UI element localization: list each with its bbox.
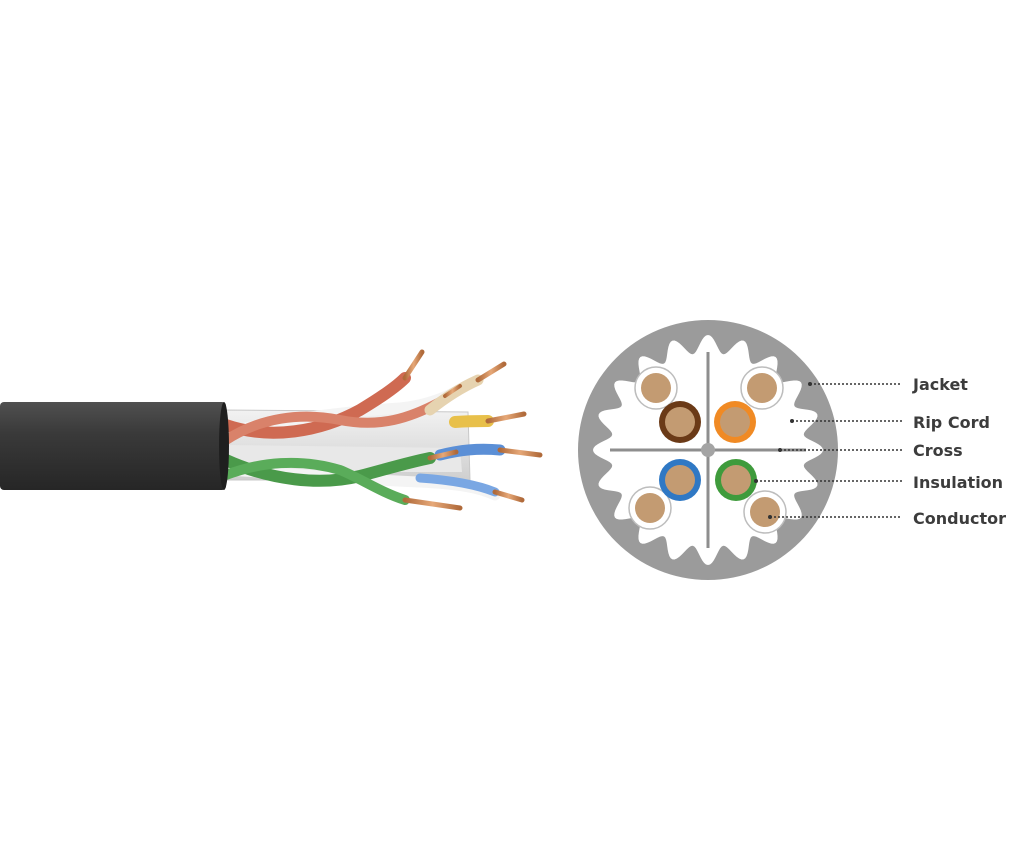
conductor-top-right <box>740 366 784 410</box>
leader-insulation-dot <box>754 479 758 483</box>
blue-wire-lower <box>415 473 500 497</box>
label-conductor: Conductor <box>913 509 1006 528</box>
label-insulation: Insulation <box>913 473 1003 492</box>
yellow-wire <box>449 415 494 428</box>
conductor-top-left <box>634 366 678 410</box>
tan-wire <box>424 374 484 416</box>
green-wire-twist <box>221 457 410 505</box>
red-wire <box>220 372 411 439</box>
conductor-orange <box>714 401 756 443</box>
cable-jacket <box>0 402 226 490</box>
copper-tip-6 <box>427 449 459 461</box>
copper-tip-7 <box>492 489 525 503</box>
cable-jacket-end <box>219 402 229 490</box>
conductor-green <box>715 459 757 501</box>
cross-center <box>701 443 715 457</box>
copper-tip-8 <box>402 497 463 511</box>
copper-tip-4 <box>485 411 527 424</box>
label-jacket: Jacket <box>912 375 968 394</box>
callouts: Jacket Rip Cord Cross Insulation Conduct… <box>754 375 1006 528</box>
cross-section <box>578 320 838 580</box>
conductor-bottom-left <box>628 486 672 530</box>
red-wire-twist <box>221 397 445 445</box>
copper-tip-5 <box>497 447 543 458</box>
conductor-blue <box>659 459 701 501</box>
cable-illustration <box>0 349 543 511</box>
copper-tip-2 <box>475 361 507 383</box>
leader-cross-dot <box>778 448 782 452</box>
leader-jacket-dot <box>808 382 812 386</box>
conductor-bottom-right <box>743 490 787 534</box>
copper-tip-1 <box>402 349 425 381</box>
copper-tip-3 <box>443 384 462 398</box>
leader-conductor-dot <box>768 515 772 519</box>
label-cross: Cross <box>913 441 963 460</box>
label-rip-cord: Rip Cord <box>913 413 990 432</box>
leader-rip-cord-dot <box>790 419 794 423</box>
conductor-brown <box>659 401 701 443</box>
